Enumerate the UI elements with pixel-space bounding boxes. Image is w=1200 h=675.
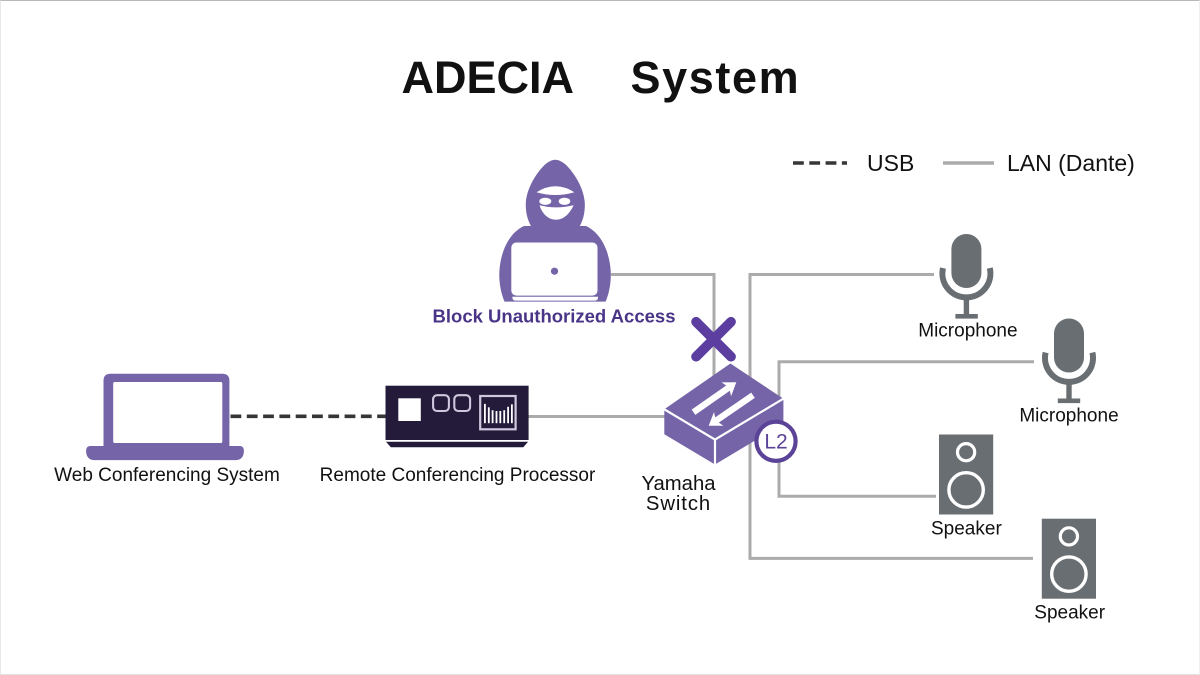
svg-text:Remote Conferencing Processor: Remote Conferencing Processor: [320, 465, 596, 486]
svg-text:Microphone: Microphone: [1019, 405, 1118, 426]
svg-text:ADECIA: ADECIA: [402, 52, 575, 103]
svg-text:USB: USB: [867, 150, 914, 176]
svg-text:LAN (Dante): LAN (Dante): [1007, 150, 1135, 176]
svg-text:Microphone: Microphone: [918, 321, 1017, 342]
svg-text:Switch: Switch: [646, 493, 711, 515]
svg-text:Web Conferencing System: Web Conferencing System: [54, 465, 280, 486]
svg-text:L2: L2: [764, 430, 787, 453]
svg-text:Speaker: Speaker: [931, 519, 1002, 540]
svg-text:System: System: [631, 52, 801, 103]
svg-text:Yamaha: Yamaha: [641, 473, 716, 495]
svg-text:Block Unauthorized Access: Block Unauthorized Access: [433, 306, 676, 327]
svg-text:Speaker: Speaker: [1034, 603, 1105, 624]
